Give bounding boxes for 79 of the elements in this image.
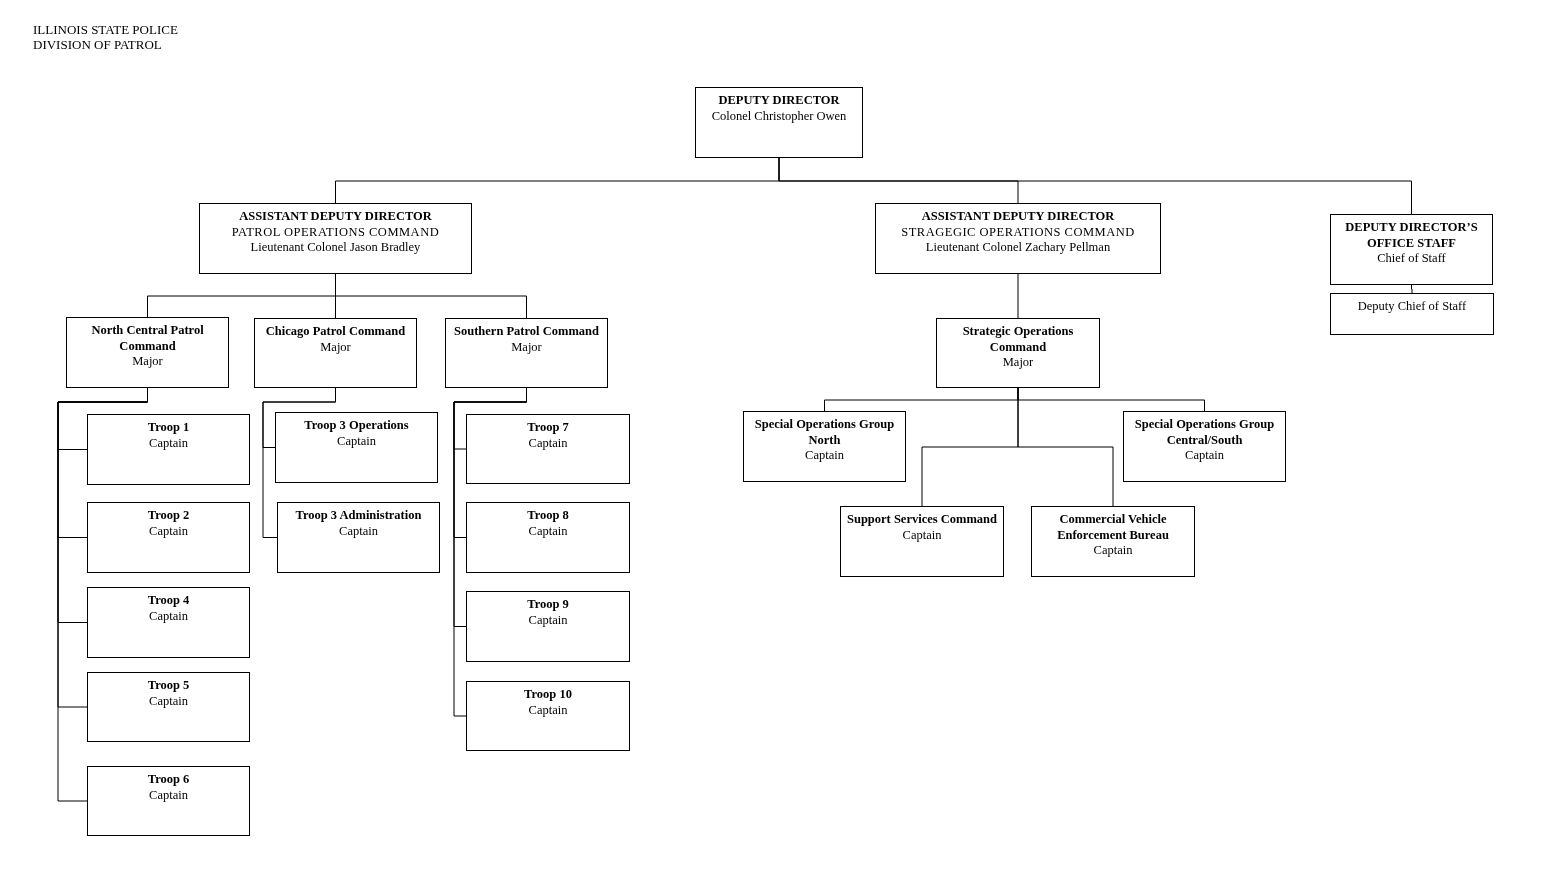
org-box	[87, 766, 250, 836]
position-title: ASSISTANT DEPUTY DIRECTOR	[920, 209, 1116, 225]
position-detail: Major	[1001, 355, 1035, 371]
position-title: Troop 9	[526, 597, 570, 613]
position-detail: Colonel Christopher Owen	[710, 108, 848, 124]
org-box	[275, 412, 438, 483]
connector-line	[1017, 387, 1114, 507]
position-detail: Captain	[527, 702, 569, 718]
position-detail: Captain	[804, 448, 845, 464]
org-box	[1330, 214, 1493, 285]
org-box	[199, 203, 472, 274]
position-title: Troop 5	[146, 678, 191, 694]
position-title: Troop 10	[523, 687, 573, 703]
position-detail: Captain	[1092, 543, 1134, 559]
position-title: Special Operations Group North	[753, 417, 896, 448]
org-box	[936, 318, 1100, 388]
org-box	[875, 203, 1161, 274]
position-title: Special Operations Group Central/South	[1133, 417, 1276, 448]
org-box	[277, 502, 440, 573]
org-box	[87, 587, 250, 658]
position-title: Chicago Patrol Command	[264, 324, 407, 340]
org-box	[840, 506, 1004, 577]
org-box	[466, 681, 630, 751]
position-detail: STRAGEGIC OPERATIONS COMMAND	[900, 224, 1136, 240]
position-title: Troop 4	[146, 593, 191, 609]
org-box	[1031, 506, 1195, 577]
position-title: Strategic Operations Command	[961, 324, 1075, 355]
position-detail: Captain	[901, 527, 943, 543]
connector-line	[1411, 284, 1413, 294]
position-title: DEPUTY DIRECTOR’S OFFICE STAFF	[1344, 220, 1479, 251]
position-title: ASSISTANT DEPUTY DIRECTOR	[238, 209, 433, 225]
position-detail: Major	[131, 354, 164, 370]
org-box	[1123, 411, 1286, 482]
position-detail: Captain	[338, 523, 379, 539]
position-detail: PATROL OPERATIONS COMMAND	[230, 224, 441, 240]
position-title: Troop 6	[146, 772, 191, 788]
position-title: Support Services Command	[846, 512, 998, 528]
position-detail: Captain	[148, 608, 189, 624]
position-detail: Captain	[336, 433, 377, 449]
position-title: Troop 3 Operations	[303, 418, 410, 434]
position-title: Troop 1	[146, 420, 191, 436]
org-box	[1330, 293, 1494, 335]
position-title: Deputy Chief of Staff	[1356, 299, 1468, 315]
org-box	[254, 318, 417, 388]
org-box	[445, 318, 608, 388]
position-title: North Central Patrol Command	[90, 323, 205, 354]
chart-title: ILLINOIS STATE POLICE DIVISION OF PATROL	[33, 22, 179, 52]
position-detail: Major	[319, 339, 352, 355]
position-title: Troop 3 Administration	[294, 508, 423, 524]
position-title: Commercial Vehicle Enforcement Bureau	[1056, 512, 1170, 543]
position-detail: Lieutenant Colonel Jason Bradley	[249, 240, 422, 256]
position-detail: Captain	[527, 435, 569, 451]
connector-line	[1017, 273, 1019, 319]
connector-line	[778, 157, 1412, 215]
position-detail: Captain	[527, 523, 569, 539]
position-detail: Captain	[148, 693, 189, 709]
position-detail: Captain	[148, 787, 189, 803]
org-box	[87, 672, 250, 742]
org-box	[743, 411, 906, 482]
org-box	[66, 317, 229, 388]
position-detail: Lieutenant Colonel Zachary Pellman	[924, 240, 1112, 256]
org-box	[466, 414, 630, 484]
position-title: Troop 2	[146, 508, 191, 524]
position-detail: Major	[510, 339, 543, 355]
org-box	[466, 591, 630, 662]
connector-line	[262, 387, 336, 538]
position-detail: Captain	[1184, 448, 1225, 464]
position-detail: Chief of Staff	[1376, 251, 1447, 267]
position-title: DEPUTY DIRECTOR	[717, 93, 841, 109]
position-title: Troop 8	[526, 508, 570, 524]
position-detail: Captain	[148, 523, 189, 539]
position-detail: Captain	[527, 612, 569, 628]
org-box	[466, 502, 630, 573]
position-title: Southern Patrol Command	[453, 324, 600, 340]
org-box	[87, 414, 250, 485]
position-title: Troop 7	[526, 420, 570, 436]
org-box	[695, 87, 863, 158]
org-box	[87, 502, 250, 573]
position-detail: Captain	[148, 435, 189, 451]
